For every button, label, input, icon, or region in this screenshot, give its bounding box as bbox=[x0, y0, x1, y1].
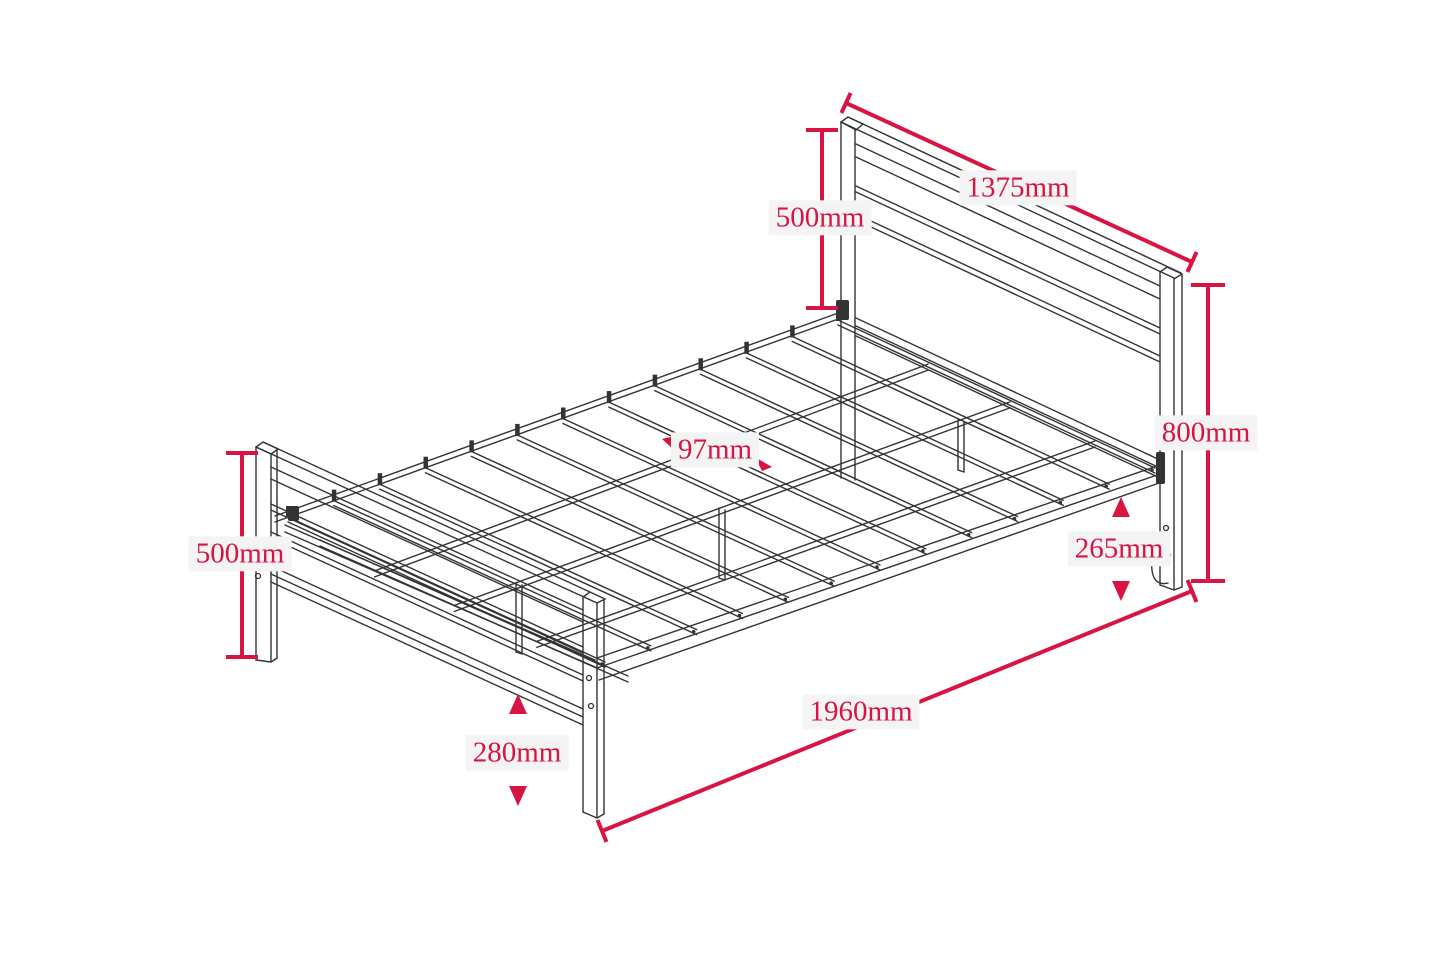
slat-clip bbox=[836, 309, 841, 321]
arrow-down-icon bbox=[509, 786, 527, 806]
slat-clip bbox=[561, 407, 566, 420]
dimension-label-rail-clearance: 280mm bbox=[465, 735, 569, 771]
slat-bolt bbox=[646, 646, 650, 650]
dimension-label-side-rail-height: 265mm bbox=[1067, 531, 1171, 567]
slat-clip bbox=[744, 341, 749, 354]
tick-icon bbox=[595, 819, 609, 843]
arrow-down-icon bbox=[1112, 581, 1130, 601]
slat-clip bbox=[469, 440, 474, 453]
slat-clip bbox=[286, 506, 291, 518]
slat-bolt bbox=[829, 581, 833, 585]
slat-clip bbox=[790, 325, 795, 338]
slat-bolt bbox=[1058, 500, 1063, 505]
tick-icon bbox=[1185, 251, 1199, 273]
slat-clip bbox=[423, 456, 428, 469]
slat-bolt bbox=[921, 549, 925, 553]
slats-and-support-rails bbox=[286, 309, 1156, 668]
dimension-label-bed-length: 1960mm bbox=[802, 694, 920, 730]
slat-clip bbox=[331, 489, 337, 502]
slat-clip bbox=[515, 423, 520, 436]
slat-base bbox=[274, 309, 1163, 683]
slat-bolt bbox=[1150, 468, 1154, 472]
slat-bolt bbox=[600, 662, 604, 666]
slat-clip bbox=[606, 391, 612, 404]
arrow-right-icon bbox=[755, 457, 772, 471]
arrow-up-icon bbox=[1112, 497, 1130, 517]
dimension-label-slat-spacing: 97mm bbox=[670, 432, 760, 468]
slat-clip bbox=[698, 358, 703, 371]
dimension-label-headboard-total-height: 800mm bbox=[1154, 415, 1258, 451]
slat-bolt bbox=[1104, 484, 1108, 488]
slat-bolt bbox=[737, 613, 742, 618]
slat-bolt bbox=[875, 565, 879, 569]
slat-bolt bbox=[783, 597, 788, 602]
tick-icon bbox=[839, 92, 853, 114]
dimension-label-headboard-width: 1375mm bbox=[959, 170, 1077, 206]
slat-clip bbox=[377, 473, 383, 486]
slat-bolt bbox=[691, 629, 696, 634]
slat-bolt bbox=[966, 532, 971, 537]
arrow-up-icon bbox=[509, 694, 527, 714]
dimension-label-headboard-upper-height: 500mm bbox=[768, 200, 872, 236]
slat-clip bbox=[652, 374, 658, 387]
dimension-label-footboard-height: 500mm bbox=[188, 536, 292, 572]
slat-bolt bbox=[1012, 516, 1017, 521]
tick-icon bbox=[1185, 579, 1199, 603]
footboard bbox=[254, 441, 607, 819]
